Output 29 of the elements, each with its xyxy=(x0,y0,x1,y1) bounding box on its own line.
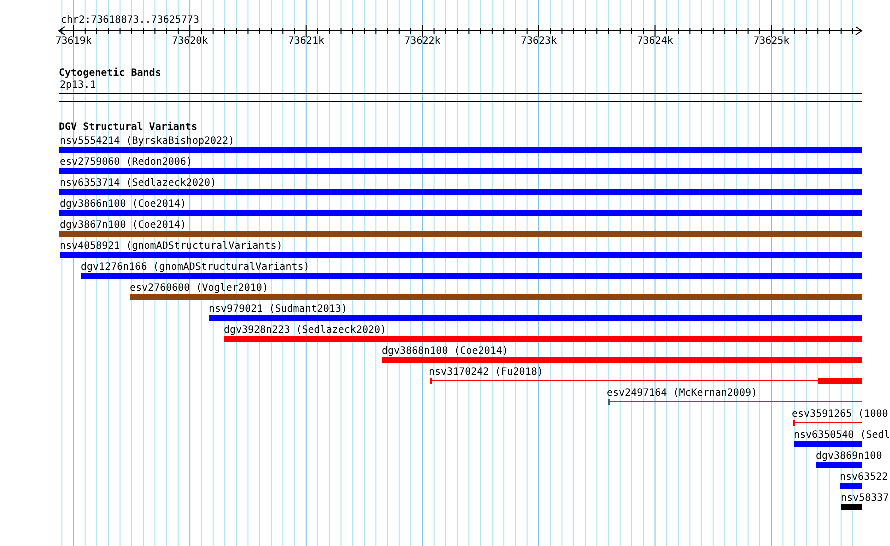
variant-label: esv2759060 (Redon2006) xyxy=(60,157,192,168)
tick-label: 73622k xyxy=(404,36,441,47)
variant-label: nsv58337 xyxy=(841,493,890,504)
variant-label: nsv6353714 (Sedlazeck2020) xyxy=(60,178,217,189)
tick-label: 73620k xyxy=(172,36,208,47)
track-heading: Cytogenetic Bands xyxy=(59,68,162,79)
variant-label: esv2497164 (McKernan2009) xyxy=(607,388,758,399)
variant-label: esv2760600 (Vogler2010) xyxy=(130,283,268,294)
variant-label: nsv979021 (Sudmant2013) xyxy=(209,304,348,315)
variant-label: nsv63522 xyxy=(840,472,888,483)
variant-label: dgv3866n100 (Coe2014) xyxy=(60,199,186,210)
tick-label: 73624k xyxy=(637,36,674,47)
variant-label: dgv3869n100 xyxy=(816,451,882,462)
band-label: 2p13.1 xyxy=(60,80,96,91)
variant-label: dgv3867n100 (Coe2014) xyxy=(60,220,186,231)
variant-label: dgv1276n166 (gnomADStructuralVariants) xyxy=(81,262,310,273)
variant-label: nsv5554214 (ByrskaBishop2022) xyxy=(60,136,235,147)
variant-label: esv3591265 (1000 xyxy=(792,409,888,420)
variant-label: nsv3170242 (Fu2018) xyxy=(429,367,544,378)
tick-label: 73625k xyxy=(754,36,790,47)
track-heading: DGV Structural Variants xyxy=(59,122,198,133)
variant-label: dgv3868n100 (Coe2014) xyxy=(382,346,508,357)
variant-label: dgv3928n223 (Sedlazeck2020) xyxy=(224,325,387,336)
location-label: chr2:73618873..73625773 xyxy=(61,15,200,26)
tick-label: 73619k xyxy=(56,36,92,47)
tick-label: 73621k xyxy=(288,36,324,47)
variant-label: nsv4058921 (gnomADStructuralVariants) xyxy=(60,241,283,252)
tick-label: 73623k xyxy=(520,36,558,47)
variant-label: nsv6350540 (Sedl xyxy=(794,430,890,441)
